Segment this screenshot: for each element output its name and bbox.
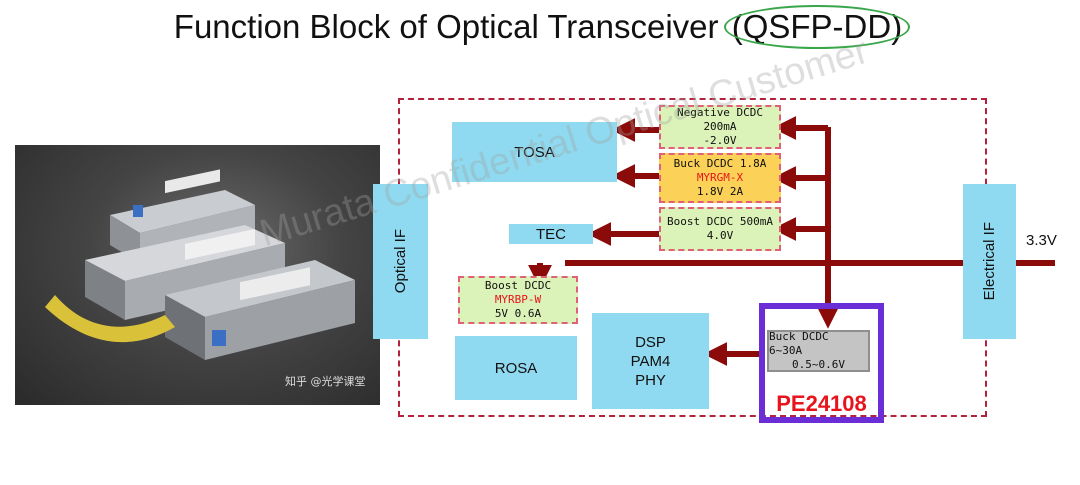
pam4-label: PAM4: [630, 352, 671, 370]
module-3: [165, 260, 355, 360]
optical-if-block: Optical IF: [373, 184, 428, 339]
title-text: Function Block of Optical Transceiver: [173, 8, 728, 45]
phy-label: PHY: [635, 371, 666, 389]
boost-dcdc-rosa-output: 5V 0.6A: [494, 307, 542, 320]
boost-dcdc-tec-spec: Boost DCDC 500mA: [667, 215, 773, 228]
boost-dcdc-rosa-part: MYRBP-W: [494, 293, 542, 306]
boost-dcdc-tec-voltage: 4.0V: [706, 229, 734, 242]
tec-block: TEC: [509, 224, 593, 244]
module-2: [85, 225, 285, 320]
buck-dcdc-tosa-output: 1.8V 2A: [696, 185, 744, 198]
negative-dcdc-voltage: -2.0V: [703, 134, 737, 147]
title-highlight: (QSFP-DD): [723, 5, 911, 49]
boost-dcdc-rosa-spec: Boost DCDC: [484, 279, 552, 292]
supply-voltage-label: 3.3V: [1026, 232, 1057, 249]
pe24108-highlight: [759, 303, 884, 423]
module-pull-tab: [45, 295, 175, 343]
buck-dcdc-dsp-voltage: 0.5~0.6V: [792, 358, 845, 371]
boost-dcdc-tec: Boost DCDC 500mA 4.0V: [659, 207, 781, 251]
buck-dcdc-tosa-part: MYRGM-X: [696, 171, 744, 184]
module-port: [133, 205, 143, 217]
rosa-block: ROSA: [455, 336, 577, 400]
dsp-pam4-phy-block: DSP PAM4 PHY: [592, 313, 709, 409]
buck-dcdc-dsp: Buck DCDC 6~30A 0.5~0.6V: [767, 330, 870, 372]
buck-dcdc-tosa: Buck DCDC 1.8A MYRGM-X 1.8V 2A: [659, 153, 781, 203]
dsp-label: DSP: [635, 333, 666, 351]
transceiver-photo: 知乎 @光学课堂: [15, 145, 380, 405]
buck-dcdc-tosa-spec: Buck DCDC 1.8A: [673, 157, 767, 170]
pe24108-label: PE24108: [776, 391, 867, 416]
boost-dcdc-rosa: Boost DCDC MYRBP-W 5V 0.6A: [458, 276, 578, 324]
buck-dcdc-dsp-spec: Buck DCDC 6~30A: [769, 330, 829, 357]
page-title: Function Block of Optical Transceiver (Q…: [0, 5, 1080, 49]
negative-dcdc-spec: Negative DCDC 200mA: [676, 106, 764, 133]
photo-caption: 知乎 @光学课堂: [285, 374, 366, 388]
negative-dcdc: Negative DCDC 200mA -2.0V: [659, 105, 781, 149]
transceiver-photo-art: 知乎 @光学课堂: [45, 169, 366, 388]
tosa-block: TOSA: [452, 122, 617, 182]
electrical-if-block: Electrical IF: [963, 184, 1016, 339]
optical-if-label: Optical IF: [392, 229, 409, 294]
electrical-if-label: Electrical IF: [981, 222, 998, 301]
